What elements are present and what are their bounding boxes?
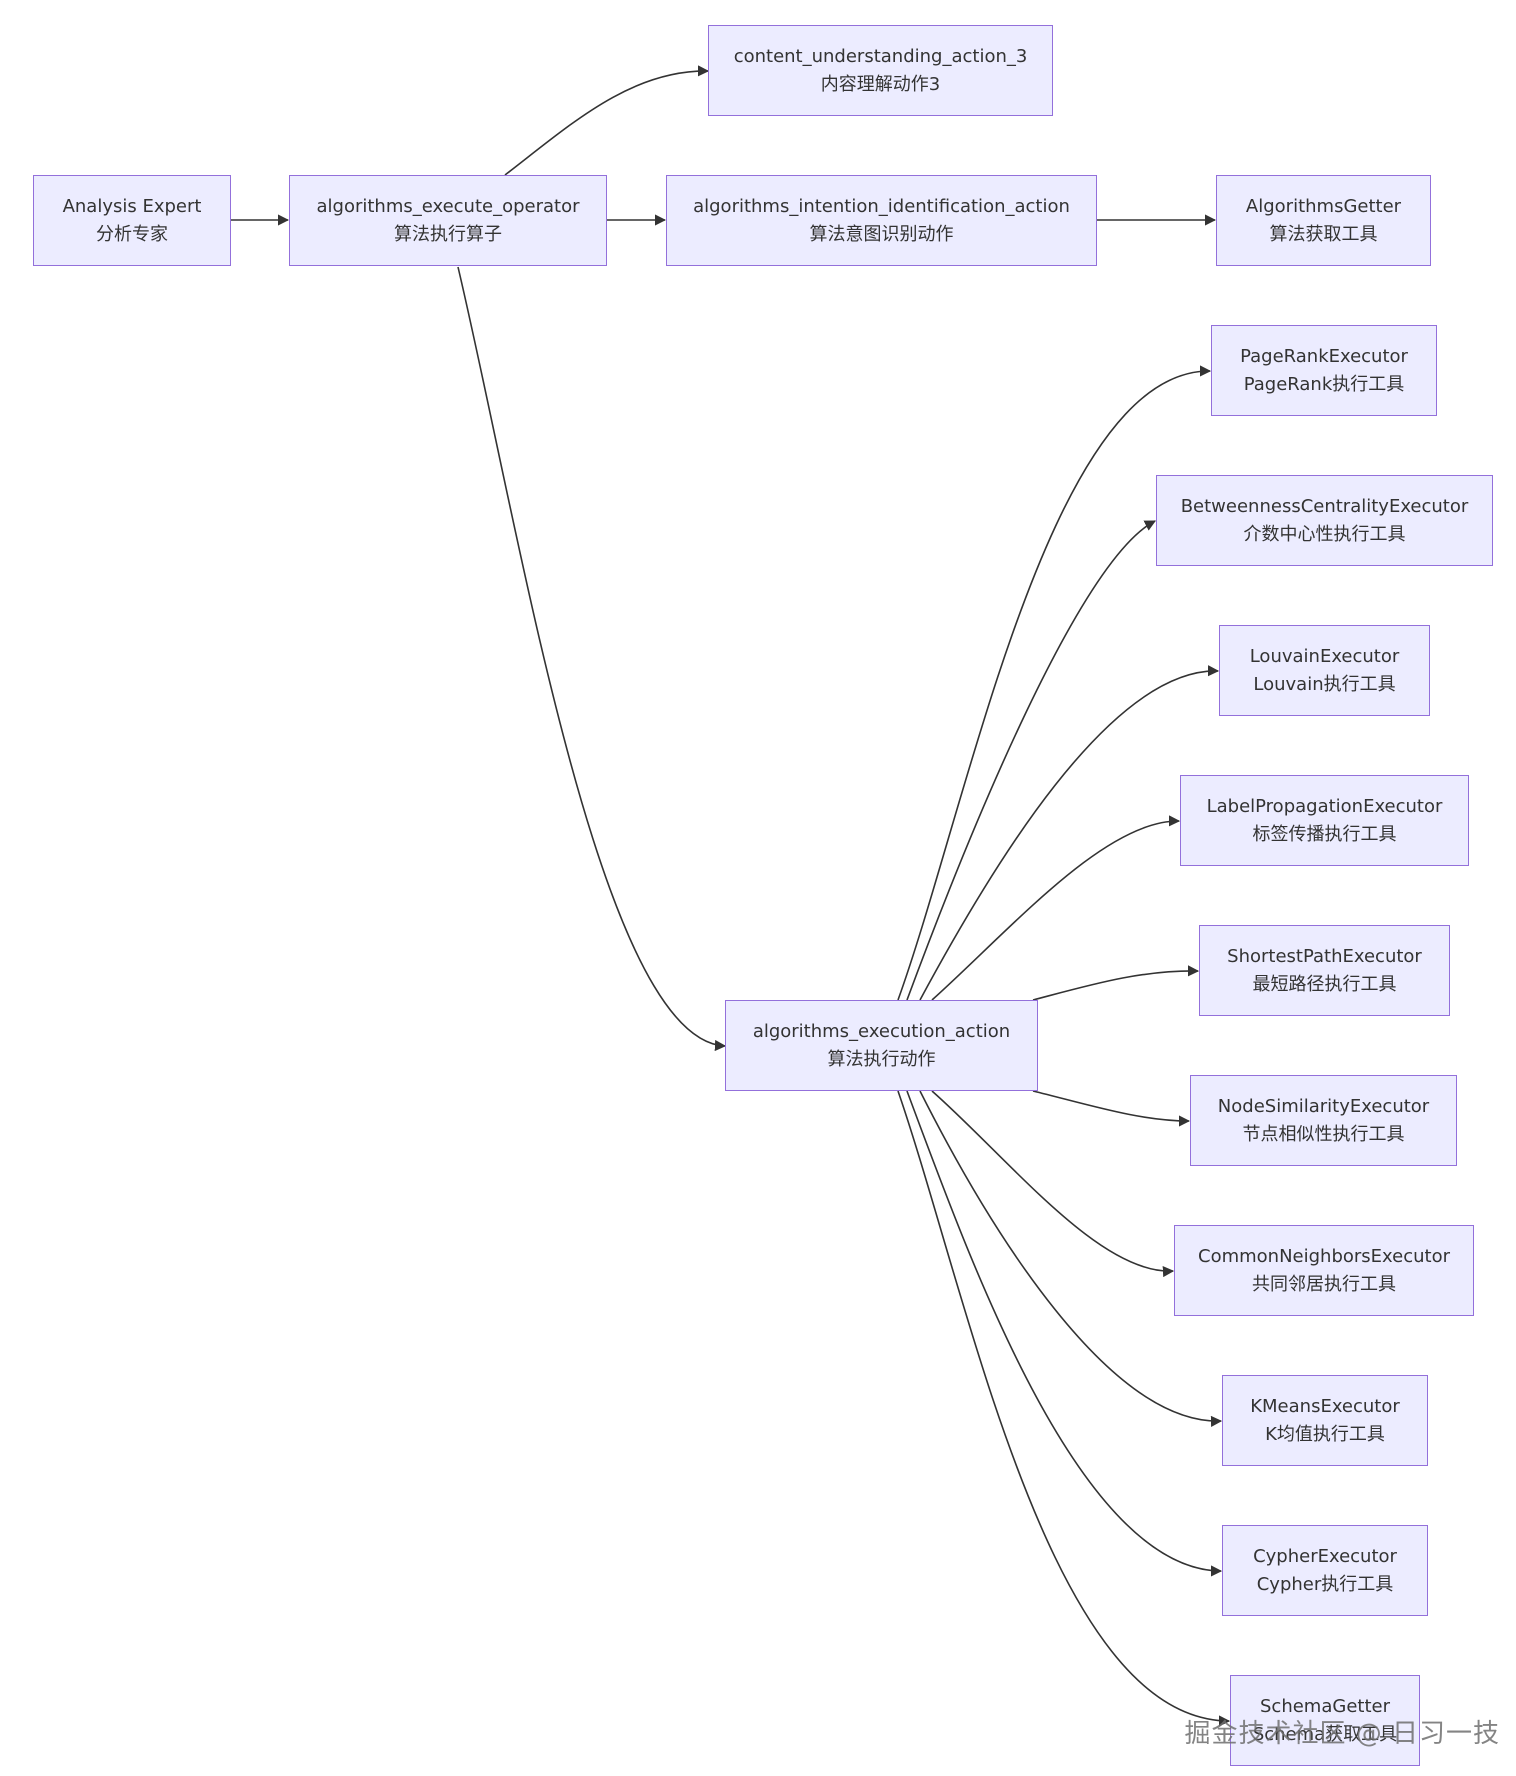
node-shortest-path[interactable]: ShortestPathExecutor 最短路径执行工具: [1199, 925, 1450, 1016]
node-label-propagation[interactable]: LabelPropagationExecutor 标签传播执行工具: [1180, 775, 1469, 866]
node-title: NodeSimilarityExecutor: [1217, 1095, 1430, 1117]
node-title: CypherExecutor: [1253, 1545, 1397, 1567]
node-title: PageRankExecutor: [1240, 345, 1408, 367]
edge-execution-action-to-kmeans: [919, 1090, 1223, 1427]
edge-execute-operator-to-execution-action: [457, 266, 727, 1052]
node-cypher[interactable]: CypherExecutor Cypher执行工具: [1222, 1525, 1428, 1616]
node-subtitle: 共同邻居执行工具: [1252, 1273, 1396, 1295]
node-algorithms-getter[interactable]: AlgorithmsGetter 算法获取工具: [1216, 175, 1431, 266]
node-title: ShortestPathExecutor: [1227, 945, 1422, 967]
node-betweenness[interactable]: BetweennessCentralityExecutor 介数中心性执行工具: [1156, 475, 1493, 566]
edge-execution-action-to-shortest-path: [1032, 965, 1200, 1001]
node-subtitle: 算法执行动作: [827, 1048, 936, 1070]
node-pagerank[interactable]: PageRankExecutor PageRank执行工具: [1211, 325, 1437, 416]
edge-execution-action-to-common-neighbors: [931, 1090, 1175, 1278]
node-subtitle: 算法执行算子: [394, 223, 502, 245]
watermark: 掘金技术社区 @ 日习一技: [1184, 1719, 1500, 1749]
edge-execution-action-to-pagerank: [897, 365, 1212, 1001]
node-title: content_understanding_action_3: [733, 45, 1028, 67]
node-subtitle: 介数中心性执行工具: [1243, 523, 1406, 545]
edge-execution-action-to-louvain: [919, 665, 1220, 1001]
node-title: KMeansExecutor: [1250, 1395, 1400, 1417]
edge-execution-action-to-node-similarity: [1032, 1090, 1191, 1127]
node-subtitle: 算法意图识别动作: [809, 223, 954, 245]
node-subtitle: 节点相似性执行工具: [1242, 1123, 1405, 1145]
node-title: LabelPropagationExecutor: [1206, 795, 1443, 817]
edge-execute-operator-to-content-understanding: [504, 65, 710, 176]
node-title: Analysis Expert: [62, 195, 202, 217]
node-common-neighbors[interactable]: CommonNeighborsExecutor 共同邻居执行工具: [1174, 1225, 1474, 1316]
edge-execution-action-to-cypher: [906, 1090, 1223, 1577]
node-subtitle: 标签传播执行工具: [1252, 823, 1397, 845]
node-title: LouvainExecutor: [1249, 645, 1400, 667]
node-subtitle: 分析专家: [96, 223, 168, 245]
node-subtitle: PageRank执行工具: [1243, 373, 1405, 395]
edge-execution-action-to-betweenness: [906, 520, 1156, 1001]
node-analysis-expert[interactable]: Analysis Expert 分析专家: [33, 175, 231, 266]
edge-execution-action-to-label-propagation: [931, 815, 1181, 1001]
node-title: BetweennessCentralityExecutor: [1180, 495, 1469, 517]
node-title: algorithms_execution_action: [752, 1020, 1011, 1042]
node-subtitle: Cypher执行工具: [1256, 1573, 1394, 1595]
node-subtitle: 最短路径执行工具: [1252, 973, 1397, 995]
node-subtitle: Louvain执行工具: [1253, 673, 1396, 695]
node-subtitle: Schema获取工具: [1252, 1723, 1398, 1745]
node-execution-action[interactable]: algorithms_execution_action 算法执行动作: [725, 1000, 1038, 1091]
node-title: algorithms_intention_identification_acti…: [693, 195, 1070, 217]
node-intention-identification[interactable]: algorithms_intention_identification_acti…: [666, 175, 1097, 266]
node-louvain[interactable]: LouvainExecutor Louvain执行工具: [1219, 625, 1430, 716]
node-schema-getter[interactable]: SchemaGetter Schema获取工具: [1230, 1675, 1420, 1766]
node-execute-operator[interactable]: algorithms_execute_operator 算法执行算子: [289, 175, 607, 266]
node-subtitle: K均值执行工具: [1265, 1423, 1385, 1445]
node-subtitle: 算法获取工具: [1269, 223, 1378, 245]
node-content-understanding[interactable]: content_understanding_action_3 内容理解动作3: [708, 25, 1053, 116]
node-node-similarity[interactable]: NodeSimilarityExecutor 节点相似性执行工具: [1190, 1075, 1457, 1166]
node-title: AlgorithmsGetter: [1245, 195, 1402, 217]
node-title: algorithms_execute_operator: [316, 195, 580, 217]
node-subtitle: 内容理解动作3: [820, 73, 941, 95]
edge-execution-action-to-schema-getter: [897, 1090, 1231, 1727]
node-title: SchemaGetter: [1260, 1695, 1390, 1717]
node-kmeans[interactable]: KMeansExecutor K均值执行工具: [1222, 1375, 1428, 1466]
node-title: CommonNeighborsExecutor: [1198, 1245, 1450, 1267]
